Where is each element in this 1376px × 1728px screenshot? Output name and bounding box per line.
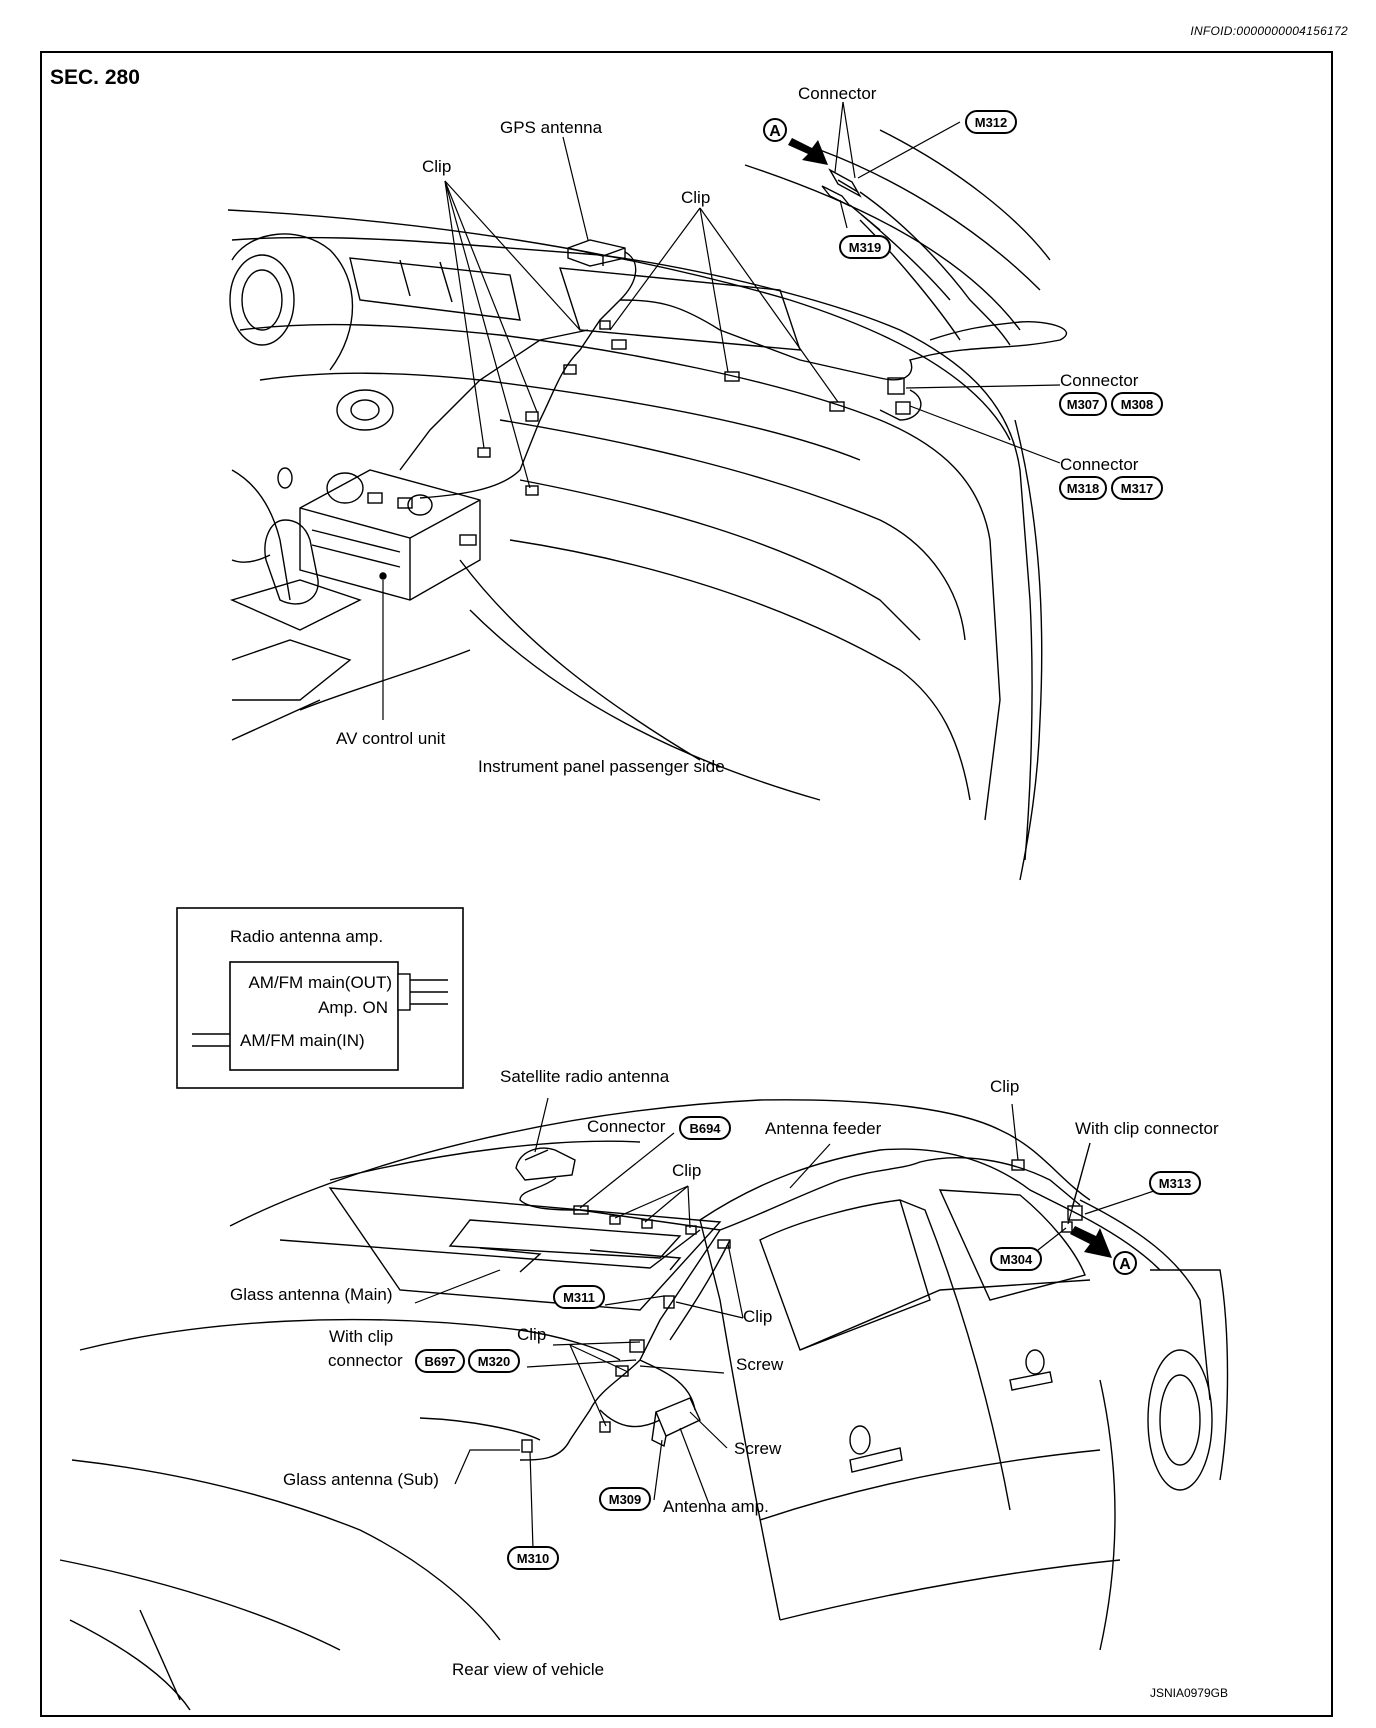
tag-b697: B697 bbox=[415, 1349, 465, 1373]
svg-text:M309: M309 bbox=[609, 1492, 642, 1507]
label-clip-lower: Clip bbox=[517, 1325, 546, 1344]
vehicle-drawing bbox=[59, 1099, 1229, 1711]
svg-text:B694: B694 bbox=[689, 1121, 721, 1136]
svg-text:M319: M319 bbox=[849, 240, 882, 255]
tag-m318: M318 bbox=[1059, 476, 1107, 500]
label-screw-upper: Screw bbox=[736, 1355, 784, 1374]
radio-antenna-amp-box: Radio antenna amp. AM/FM main(OUT) Amp. … bbox=[176, 907, 464, 1089]
label-with-clip: With clip bbox=[329, 1327, 393, 1346]
amp-out-label: AM/FM main(OUT) bbox=[248, 973, 392, 992]
tag-m320: M320 bbox=[468, 1349, 520, 1373]
bottom-leader-lines bbox=[414, 1097, 1161, 1550]
diagram-frame bbox=[40, 51, 1333, 1717]
label-clip-top-right: Clip bbox=[990, 1077, 1019, 1096]
tag-m312: M312 bbox=[965, 110, 1017, 134]
section-title: SEC. 280 bbox=[50, 66, 140, 89]
label-screw-lower: Screw bbox=[734, 1439, 782, 1458]
label-clip-roof: Clip bbox=[672, 1161, 701, 1180]
svg-text:M318: M318 bbox=[1067, 481, 1100, 496]
label-av-control-unit: AV control unit bbox=[336, 729, 446, 748]
tag-m319: M319 bbox=[839, 235, 891, 259]
label-rear-view: Rear view of vehicle bbox=[452, 1660, 604, 1679]
amp-box-title: Radio antenna amp. bbox=[230, 927, 383, 946]
label-connector-top: Connector bbox=[798, 84, 877, 103]
amp-on-label: Amp. ON bbox=[318, 998, 388, 1017]
svg-text:B697: B697 bbox=[424, 1354, 455, 1369]
info-id: INFOID:0000000004156172 bbox=[1190, 24, 1348, 38]
svg-text:M311: M311 bbox=[563, 1290, 595, 1305]
tag-m310: M310 bbox=[507, 1546, 559, 1570]
tag-m308: M308 bbox=[1111, 392, 1163, 416]
tag-m304: M304 bbox=[990, 1247, 1042, 1271]
label-gps-antenna: GPS antenna bbox=[500, 118, 603, 137]
label-clip-left: Clip bbox=[422, 157, 451, 176]
view-a-arrow-top: A bbox=[763, 118, 828, 165]
svg-text:M308: M308 bbox=[1121, 397, 1154, 412]
svg-text:M313: M313 bbox=[1159, 1176, 1192, 1191]
label-with-clip-connector: With clip connector bbox=[1075, 1119, 1219, 1138]
tag-m309: M309 bbox=[599, 1487, 651, 1511]
label-connector-b694: Connector bbox=[587, 1117, 666, 1136]
label-connector-b697: connector bbox=[328, 1351, 403, 1370]
tag-b694: B694 bbox=[679, 1116, 731, 1140]
tag-m311: M311 bbox=[553, 1285, 605, 1309]
label-connector-m318: Connector bbox=[1060, 455, 1139, 474]
view-a-marker-bottom: A bbox=[1119, 1256, 1131, 1273]
svg-text:M312: M312 bbox=[975, 115, 1008, 130]
label-instrument-panel: Instrument panel passenger side bbox=[478, 757, 725, 776]
tag-m317: M317 bbox=[1111, 476, 1163, 500]
figure-code: JSNIA0979GB bbox=[1150, 1686, 1228, 1700]
svg-text:M304: M304 bbox=[1000, 1252, 1033, 1267]
svg-text:M307: M307 bbox=[1067, 397, 1100, 412]
instrument-panel-drawing bbox=[227, 129, 1068, 881]
label-satellite-radio-antenna: Satellite radio antenna bbox=[500, 1067, 670, 1086]
view-a-arrow-bottom: A bbox=[1070, 1226, 1137, 1275]
tag-m313: M313 bbox=[1149, 1171, 1201, 1195]
amp-in-label: AM/FM main(IN) bbox=[240, 1031, 365, 1050]
label-antenna-amp: Antenna amp. bbox=[663, 1497, 769, 1516]
top-leader-lines bbox=[382, 101, 1061, 720]
label-antenna-feeder: Antenna feeder bbox=[765, 1119, 882, 1138]
label-glass-antenna-sub: Glass antenna (Sub) bbox=[283, 1470, 439, 1489]
label-connector-m307: Connector bbox=[1060, 371, 1139, 390]
svg-text:M317: M317 bbox=[1121, 481, 1154, 496]
tag-m307: M307 bbox=[1059, 392, 1107, 416]
svg-text:M310: M310 bbox=[517, 1551, 550, 1566]
view-a-marker-top: A bbox=[769, 123, 781, 140]
label-clip-center: Clip bbox=[681, 188, 710, 207]
label-clip-right: Clip bbox=[743, 1307, 772, 1326]
label-glass-antenna-main: Glass antenna (Main) bbox=[230, 1285, 393, 1304]
svg-text:M320: M320 bbox=[478, 1354, 511, 1369]
